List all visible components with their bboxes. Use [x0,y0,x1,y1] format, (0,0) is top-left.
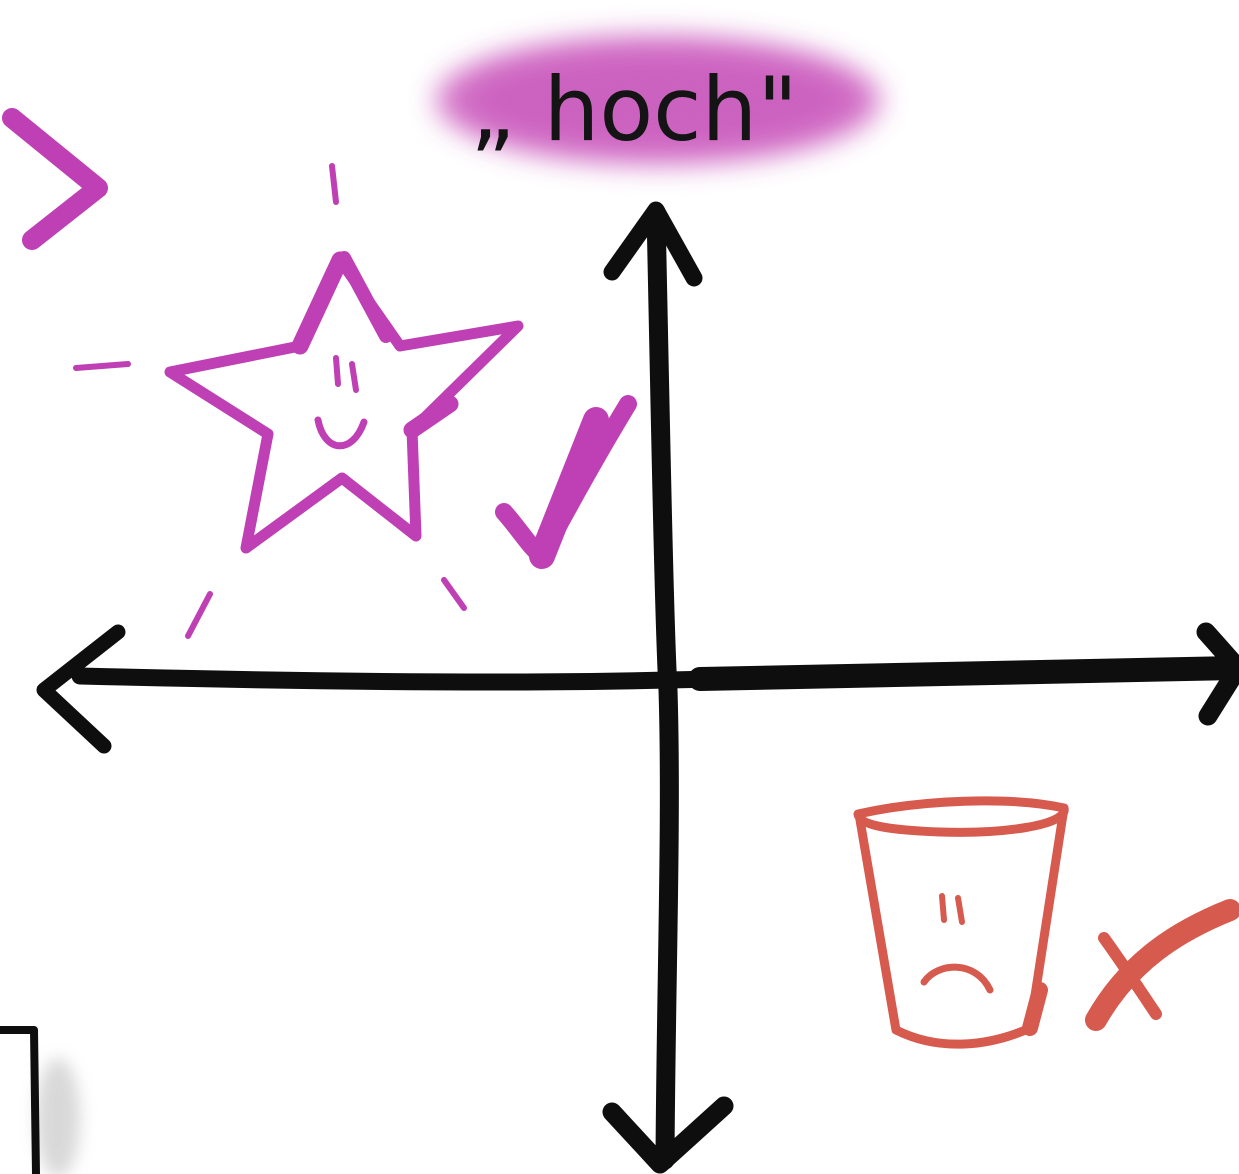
cross-mark-icon [1085,899,1239,1031]
cup-frown [920,963,994,994]
sparkle-lines [73,163,467,639]
right-arrow-icon [1196,622,1239,726]
label-hoch: „ hoch" [470,58,798,161]
down-arrow-icon [602,1096,734,1174]
smiling-star-icon [73,163,524,639]
left-arrow-icon [36,624,126,754]
up-arrow-icon [603,201,703,287]
vertical-axis-line [646,202,679,1170]
partial-frame-icon [0,1026,80,1174]
star-smile [314,416,368,450]
vertical-axis [602,201,734,1174]
top-label: „ hoch" [436,36,880,164]
sad-cup-icon [853,796,1069,1049]
cup-eyes [939,893,965,925]
star-eyes [333,355,359,393]
chevron-arrow-icon [2,108,108,250]
horizontal-axis [36,622,1239,754]
